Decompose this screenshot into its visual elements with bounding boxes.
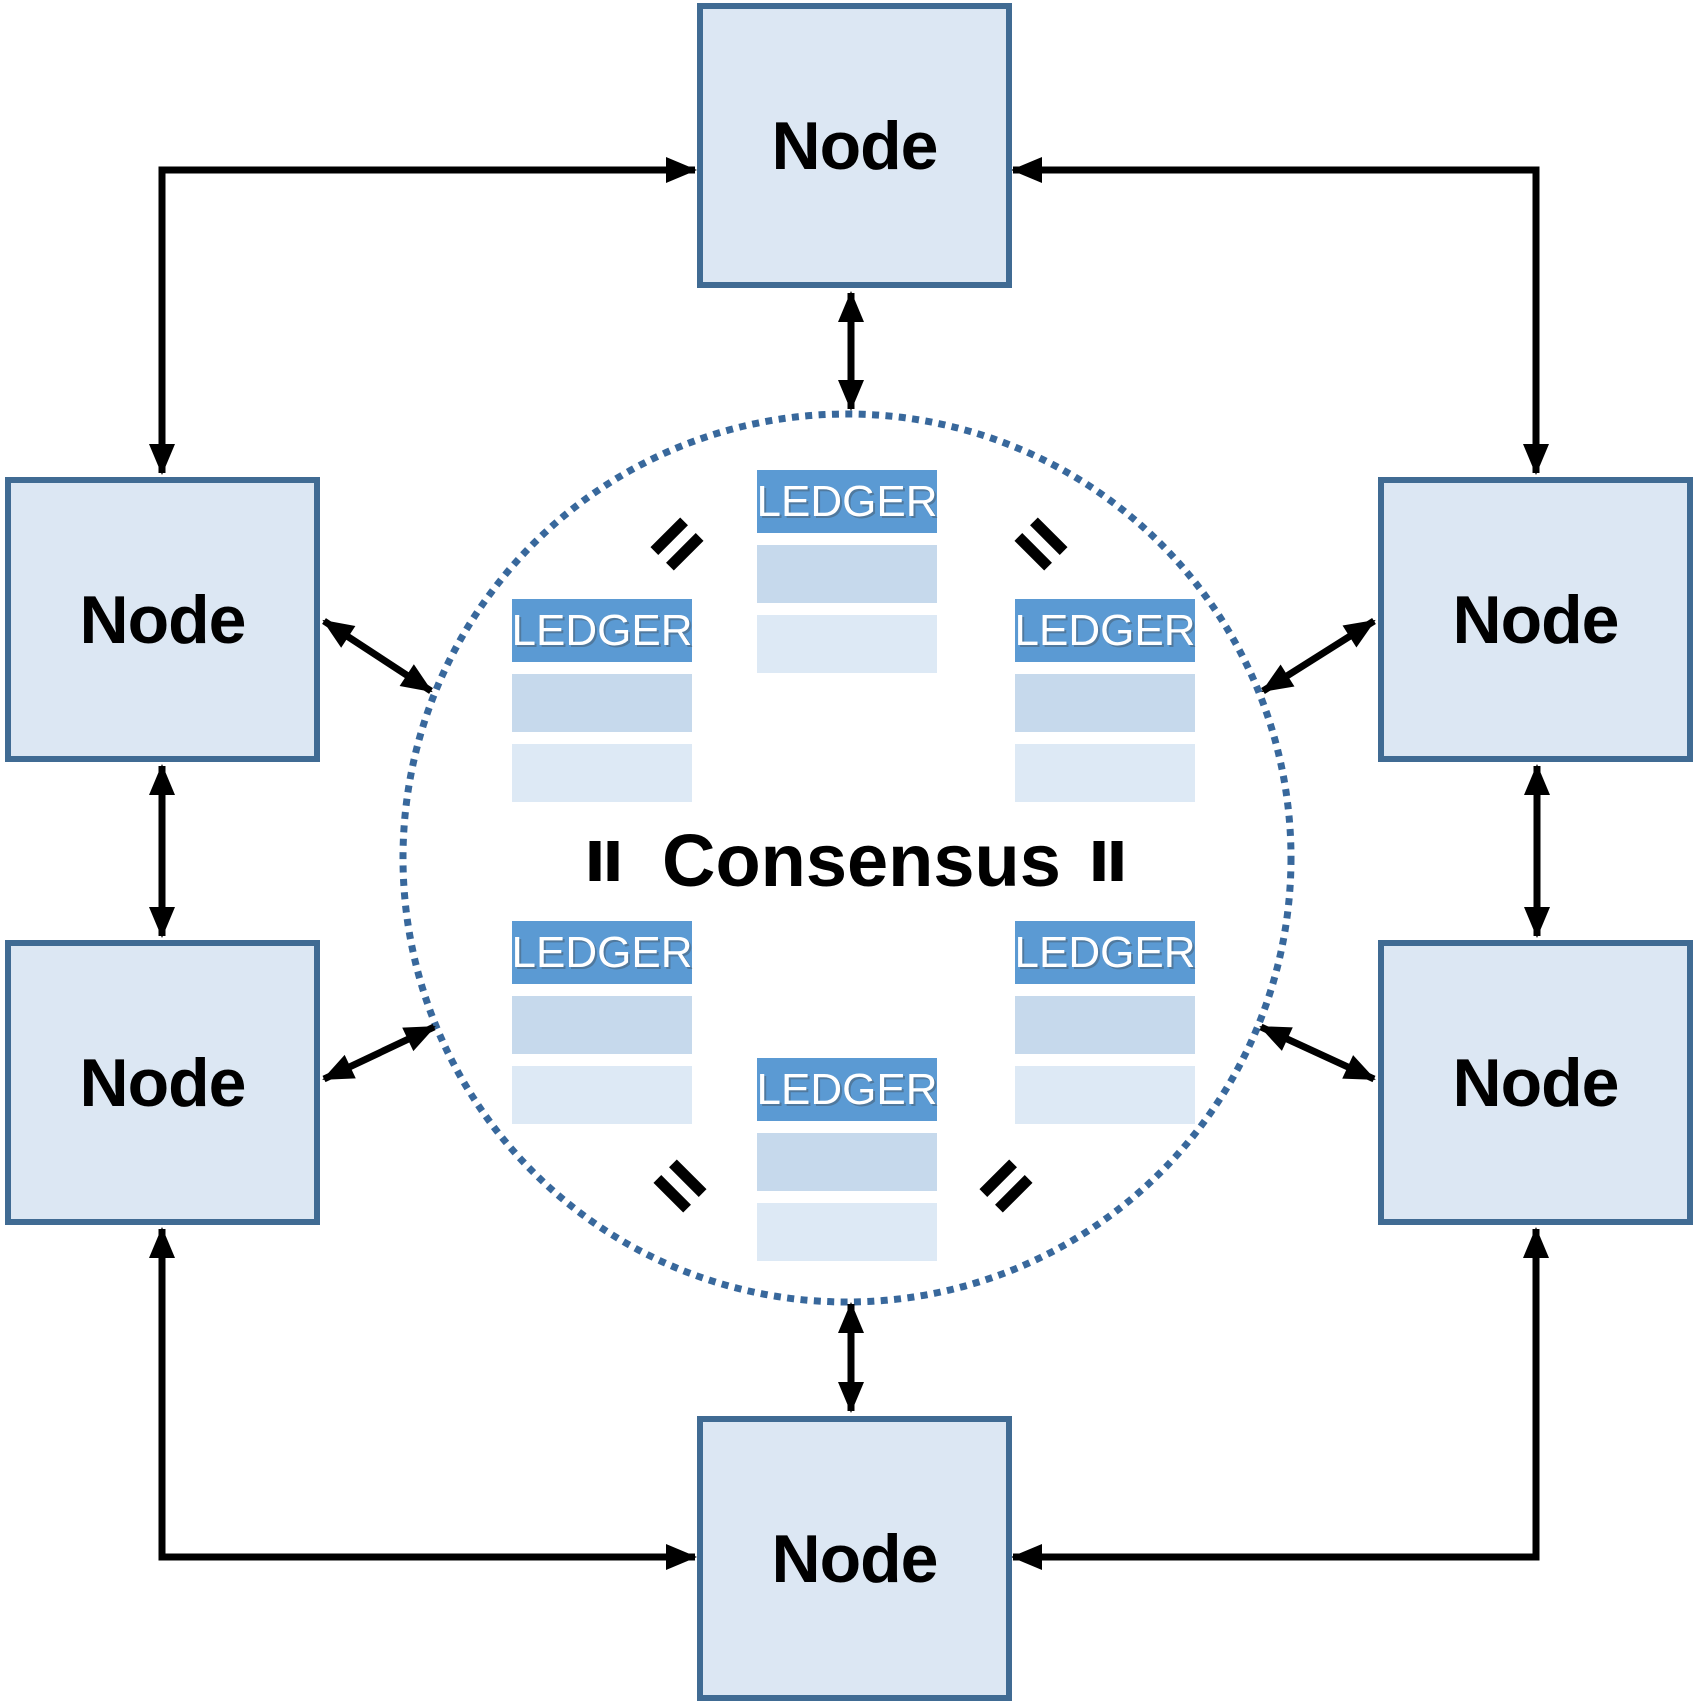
- ledger-table-mid-left: LEDGER: [512, 599, 692, 802]
- ledger-header: LEDGER: [1015, 599, 1195, 662]
- equals-icon-top-right: [1014, 517, 1068, 571]
- equals-icon-top-left: [650, 517, 704, 571]
- ledger-table-lower-right: LEDGER: [1015, 921, 1195, 1124]
- equals-icon-mid-left: [589, 841, 619, 881]
- equals-icon-mid-right: [1093, 841, 1123, 881]
- equals-icon-bottom-right: [979, 1159, 1033, 1213]
- node-box-lower-right: Node: [1378, 940, 1693, 1225]
- ledger-label: LEDGER: [1014, 605, 1196, 655]
- double-arrow-upper-right-node-to-ring: [1261, 618, 1376, 694]
- node-label: Node: [1452, 1044, 1620, 1121]
- ledger-row-empty: [1015, 1066, 1195, 1124]
- ledger-header: LEDGER: [757, 470, 937, 533]
- node-box-bottom: Node: [697, 1416, 1012, 1701]
- ledger-header: LEDGER: [512, 921, 692, 984]
- node-label: Node: [1452, 581, 1620, 658]
- ledger-label: LEDGER: [756, 476, 938, 526]
- ledger-row-filled: [757, 1133, 937, 1191]
- ledger-table-top: LEDGER: [757, 470, 937, 673]
- ledger-table-lower-left: LEDGER: [512, 921, 692, 1124]
- node-label: Node: [79, 1044, 247, 1121]
- double-arrow-upper-left-node-to-ring: [322, 618, 433, 694]
- ledger-header: LEDGER: [1015, 921, 1195, 984]
- ledger-row-empty: [1015, 744, 1195, 802]
- ledger-label: LEDGER: [511, 605, 693, 655]
- ledger-row-empty: [512, 1066, 692, 1124]
- elbow-arrow-top-right: [1011, 157, 1549, 475]
- elbow-arrow-bottom-left: [149, 1227, 697, 1570]
- double-arrow-lower-left-node-to-ring: [322, 1023, 436, 1083]
- ledger-label: LEDGER: [511, 927, 693, 977]
- ledger-header: LEDGER: [757, 1058, 937, 1121]
- ledger-table-bottom: LEDGER: [757, 1058, 937, 1261]
- equals-icon-bottom-left: [653, 1159, 707, 1213]
- ledger-header: LEDGER: [512, 599, 692, 662]
- ledger-row-empty: [757, 1203, 937, 1261]
- double-arrow-lower-right-node-to-ring: [1259, 1023, 1376, 1083]
- node-label: Node: [771, 107, 939, 184]
- ledger-row-empty: [757, 615, 937, 673]
- ledger-row-filled: [1015, 996, 1195, 1054]
- ledger-row-filled: [512, 674, 692, 732]
- node-box-lower-left: Node: [5, 940, 320, 1225]
- node-label: Node: [79, 581, 247, 658]
- node-box-top: Node: [697, 3, 1012, 288]
- ledger-row-filled: [512, 996, 692, 1054]
- elbow-arrow-bottom-right: [1011, 1227, 1549, 1570]
- ledger-row-empty: [512, 744, 692, 802]
- ledger-table-mid-right: LEDGER: [1015, 599, 1195, 802]
- ledger-label: LEDGER: [1014, 927, 1196, 977]
- node-box-upper-left: Node: [5, 477, 320, 762]
- node-label: Node: [771, 1520, 939, 1597]
- consensus-title: Consensus: [662, 819, 1061, 902]
- elbow-arrow-top-left: [149, 157, 697, 475]
- ledger-label: LEDGER: [756, 1064, 938, 1114]
- ledger-row-filled: [757, 545, 937, 603]
- node-box-upper-right: Node: [1378, 477, 1693, 762]
- ledger-row-filled: [1015, 674, 1195, 732]
